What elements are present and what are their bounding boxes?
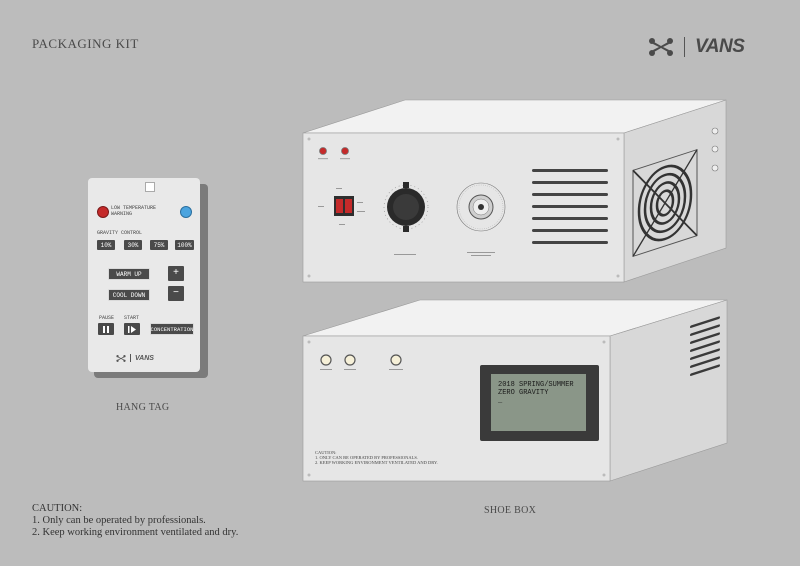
tag-footer-brand: VANS — [116, 354, 154, 362]
warm-up-button[interactable]: WARM UP — [108, 268, 150, 280]
tag-footer-divider — [130, 354, 131, 362]
top-red-led-icon — [341, 147, 349, 155]
gravity-10-button[interactable]: 10% — [97, 240, 115, 250]
concentration-button[interactable]: CONCENTRATION — [150, 323, 194, 335]
shoe-box-caption: SHOE BOX — [484, 505, 537, 516]
machine-caution-line-1: 1. ONLY CAN BE OPERATED BY PROFESSIONALS… — [315, 455, 418, 460]
brand-header: VANS — [648, 36, 745, 58]
pause-icon — [103, 325, 109, 333]
brand-name: VANS — [695, 36, 745, 57]
display-line-2: ZERO GRAVITY — [498, 389, 549, 397]
hang-tag-body: LOW TEMPERATURE WARNING GRAVITY CONTROL … — [88, 178, 200, 372]
hang-tag: LOW TEMPERATURE WARNING GRAVITY CONTROL … — [88, 178, 208, 378]
gravity-75-button[interactable]: 75% — [150, 240, 168, 250]
cooling-fan-icon — [632, 148, 698, 258]
pause-button[interactable] — [98, 323, 114, 335]
tag-footer-name: VANS — [135, 354, 154, 362]
bottom-led-icon — [320, 354, 332, 366]
display-cursor: _ — [498, 397, 503, 405]
brand-divider — [684, 37, 685, 57]
caution-title: CAUTION: — [32, 503, 83, 514]
minus-button[interactable]: − — [168, 286, 184, 301]
caution-line-1: 1. Only can be operated by professionals… — [32, 515, 206, 526]
power-button[interactable] — [180, 206, 192, 218]
cool-down-button[interactable]: COOL DOWN — [108, 289, 150, 301]
top-red-led-icon — [319, 147, 327, 155]
warning-label: LOW TEMPERATURE WARNING — [111, 205, 157, 217]
machine-caution-line-2: 2. KEEP WORKING ENVIRONMENT VENTILATED A… — [315, 460, 438, 465]
display-line-1: 2018 SPRING/SUMMER — [498, 381, 574, 389]
top-control-knob[interactable] — [383, 182, 429, 232]
x-cross-logo-icon — [649, 38, 673, 56]
top-machine — [302, 99, 727, 283]
caution-line-2: 2. Keep working environment ventilated a… — [32, 527, 239, 538]
bottom-led-icon — [390, 354, 402, 366]
plus-button[interactable]: + — [168, 266, 184, 281]
start-label: START — [124, 315, 140, 321]
warning-led-icon — [97, 206, 109, 218]
caution-block: CAUTION: 1. Only can be operated by prof… — [32, 503, 238, 539]
start-button[interactable] — [124, 323, 140, 335]
gravity-label: GRAVITY CONTROL — [97, 230, 143, 236]
x-cross-logo-icon — [116, 354, 126, 362]
machine-caution-title: CAUTION: — [315, 450, 337, 455]
top-dial[interactable] — [456, 182, 506, 232]
gravity-100-button[interactable]: 100% — [175, 240, 194, 250]
tag-hole — [145, 182, 155, 192]
page-title: PACKAGING KIT — [32, 36, 139, 51]
display-screen — [491, 374, 586, 431]
bottom-machine — [302, 299, 728, 482]
pause-label: PAUSE — [99, 315, 115, 321]
hang-tag-caption: HANG TAG — [116, 402, 170, 413]
machine-caution: CAUTION: 1. ONLY CAN BE OPERATED BY PROF… — [315, 450, 438, 465]
play-icon — [128, 325, 136, 333]
display-text: 2018 SPRING/SUMMER ZERO GRAVITY _ — [498, 381, 574, 405]
gravity-30-button[interactable]: 30% — [124, 240, 142, 250]
bottom-led-icon — [344, 354, 356, 366]
